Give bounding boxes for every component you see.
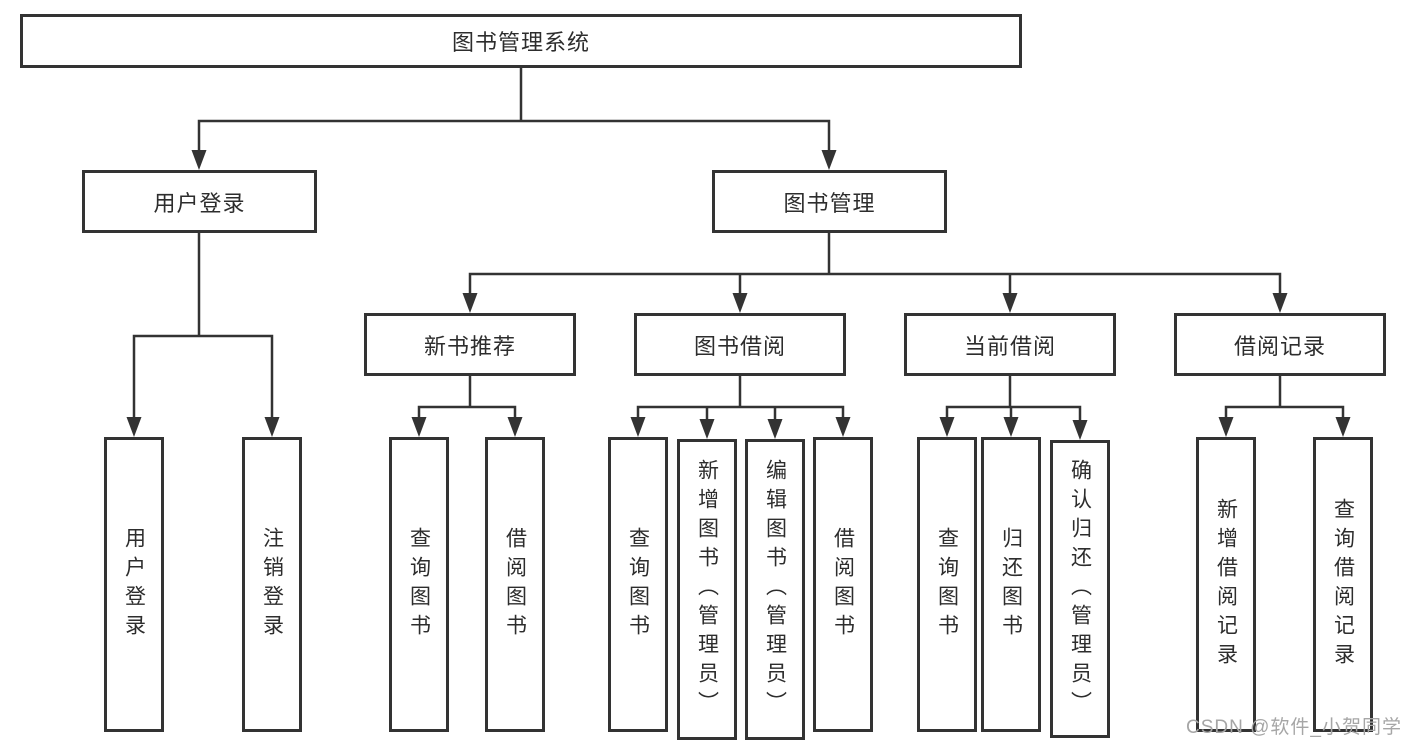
connector-new-book-to-leaves	[411, 374, 523, 437]
arrowhead-icon	[699, 419, 715, 439]
leaf-query-books: 查询图书	[608, 437, 668, 732]
leaf-user-login: 用户登录	[104, 437, 164, 732]
leaf-borrow-books: 借阅图书	[485, 437, 545, 732]
connector-book-management-to-level3	[462, 231, 1288, 313]
connector-book-borrow-to-leaves	[630, 374, 851, 439]
csdn-watermark: CSDN @软件_小贺同学	[1186, 717, 1402, 738]
arrowhead-icon	[767, 419, 783, 439]
node-root-library-management-system: 图书管理系统	[20, 14, 1022, 68]
connector-root-to-level2	[191, 65, 837, 170]
connector-borrow-record-to-leaves	[1218, 374, 1351, 437]
arrowhead-icon	[1002, 293, 1018, 313]
arrowhead-icon	[1218, 417, 1234, 437]
leaf-return-book: 归还图书	[981, 437, 1041, 732]
leaf-borrow-books: 借阅图书	[813, 437, 873, 732]
arrowhead-icon	[462, 293, 478, 313]
arrowhead-icon	[630, 417, 646, 437]
arrowhead-icon	[126, 417, 142, 437]
arrowhead-icon	[1072, 420, 1088, 440]
leaf-confirm-return-admin: 确认归还（管理员）	[1050, 440, 1110, 738]
leaf-edit-book-admin: 编辑图书（管理员）	[745, 439, 805, 740]
node-user-login: 用户登录	[82, 170, 317, 233]
arrowhead-icon	[1003, 417, 1019, 437]
node-book-management: 图书管理	[712, 170, 947, 233]
arrowhead-icon	[732, 293, 748, 313]
arrowhead-icon	[264, 417, 280, 437]
node-new-book-recommend: 新书推荐	[364, 313, 576, 376]
arrowhead-icon	[939, 417, 955, 437]
connector-line	[636, 374, 845, 424]
arrowhead-icon	[821, 150, 837, 170]
leaf-query-borrow-record: 查询借阅记录	[1313, 437, 1373, 732]
arrowhead-icon	[835, 417, 851, 437]
leaf-add-book-admin: 新增图书（管理员）	[677, 439, 737, 740]
connector-line	[1224, 374, 1345, 422]
leaf-query-books: 查询图书	[917, 437, 977, 732]
node-current-borrow: 当前借阅	[904, 313, 1116, 376]
leaf-add-borrow-record: 新增借阅记录	[1196, 437, 1256, 732]
connector-line	[132, 231, 274, 422]
node-book-borrow: 图书借阅	[634, 313, 846, 376]
connector-line	[417, 374, 517, 422]
connector-line	[197, 65, 831, 155]
arrowhead-icon	[1335, 417, 1351, 437]
connector-current-borrow-to-leaves	[939, 374, 1088, 440]
arrowhead-icon	[1272, 293, 1288, 313]
leaf-query-books: 查询图书	[389, 437, 449, 732]
arrowhead-icon	[191, 150, 207, 170]
connector-line	[468, 231, 1282, 298]
node-borrow-record: 借阅记录	[1174, 313, 1386, 376]
arrowhead-icon	[507, 417, 523, 437]
arrowhead-icon	[411, 417, 427, 437]
connector-user-login-to-leaves	[126, 231, 280, 437]
leaf-logout-login: 注销登录	[242, 437, 302, 732]
connector-line	[945, 374, 1082, 425]
